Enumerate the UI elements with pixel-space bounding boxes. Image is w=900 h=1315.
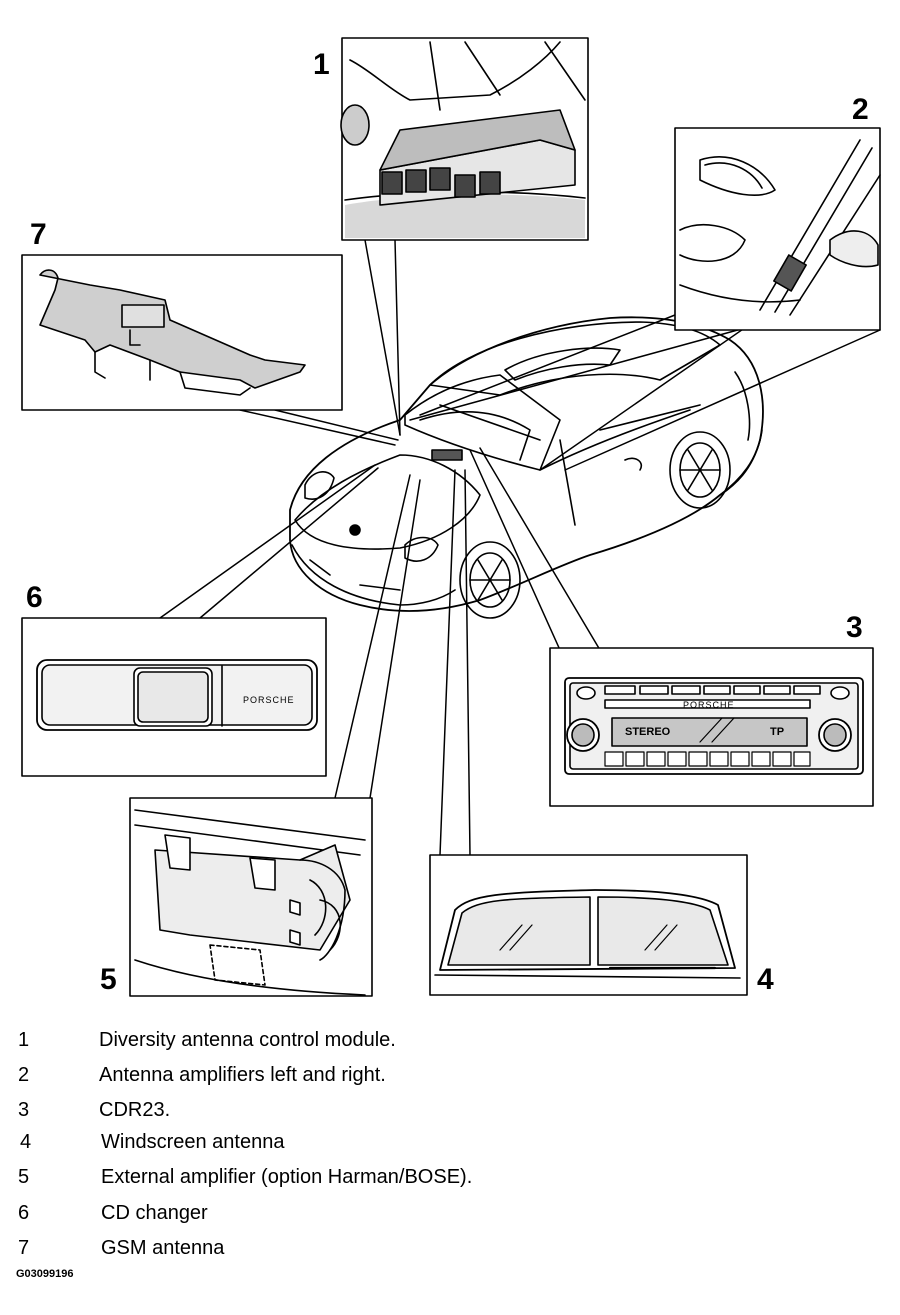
legend-number: 3 — [18, 1099, 30, 1121]
callout-7: 7 — [30, 218, 47, 251]
legend-text: Antenna amplifiers left and right. — [99, 1064, 386, 1086]
legend-number: 1 — [18, 1029, 30, 1051]
callout-2: 2 — [852, 93, 869, 126]
legend-number: 7 — [18, 1237, 30, 1259]
panel-cdr23-radio — [549, 647, 874, 807]
legend-number: 2 — [18, 1064, 30, 1086]
legend-number: 6 — [18, 1202, 30, 1224]
panel-gsm-antenna — [21, 254, 343, 411]
legend-number: 4 — [20, 1131, 32, 1153]
panel-external-amplifier — [129, 797, 373, 997]
component-location-diagram — [21, 37, 881, 997]
legend-text: Diversity antenna control module. — [99, 1029, 396, 1051]
callout-6: 6 — [26, 581, 43, 614]
figure-id: G03099196 — [16, 1268, 74, 1280]
legend-text: External amplifier (option Harman/BOSE). — [101, 1166, 473, 1188]
callout-1: 1 — [313, 48, 330, 81]
panel-windscreen-antenna — [429, 854, 748, 996]
cd-changer-brand-label: PORSCHE — [243, 695, 295, 705]
radio-display-left: STEREO — [625, 726, 671, 738]
radio-brand-label: PORSCHE — [683, 700, 735, 710]
callout-5: 5 — [100, 963, 117, 996]
callout-4: 4 — [757, 963, 774, 996]
panel-antenna-amplifiers — [674, 127, 881, 331]
legend-number: 5 — [18, 1166, 30, 1188]
legend-text: GSM antenna — [101, 1237, 225, 1259]
radio-display-right: TP — [770, 726, 785, 738]
callout-3: 3 — [846, 611, 863, 644]
legend-text: Windscreen antenna — [101, 1131, 285, 1153]
legend-text: CDR23. — [99, 1099, 171, 1121]
panel-control-module — [340, 37, 589, 241]
panel-cd-changer — [21, 617, 327, 777]
legend-text: CD changer — [101, 1202, 208, 1224]
car-illustration — [289, 316, 764, 619]
leader-lines — [159, 239, 881, 856]
